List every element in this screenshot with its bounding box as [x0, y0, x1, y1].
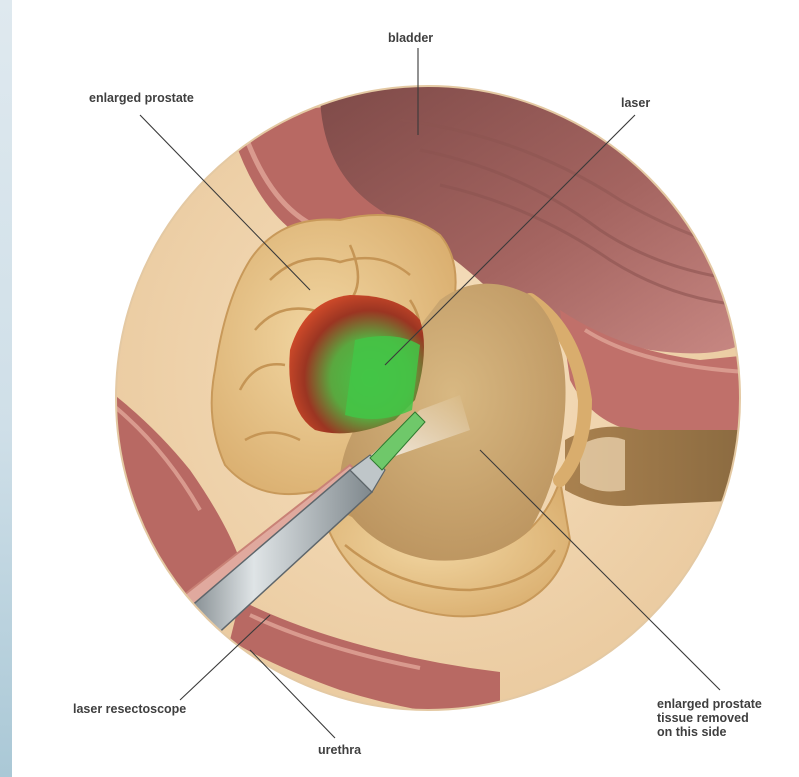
label-bladder: bladder: [388, 31, 433, 45]
label-removed-tissue-line1: enlarged prostate: [657, 697, 799, 711]
label-removed-tissue-line3: on this side: [657, 725, 799, 739]
label-enlarged-prostate: enlarged prostate: [89, 91, 194, 105]
label-urethra: urethra: [318, 743, 361, 757]
label-laser-resectoscope: laser resectoscope: [73, 702, 186, 716]
laser-green-glow: [345, 336, 420, 419]
label-removed-tissue-line2: tissue removed: [657, 711, 799, 725]
label-laser: laser: [621, 96, 650, 110]
label-removed-tissue: enlarged prostate tissue removed on this…: [657, 697, 799, 739]
